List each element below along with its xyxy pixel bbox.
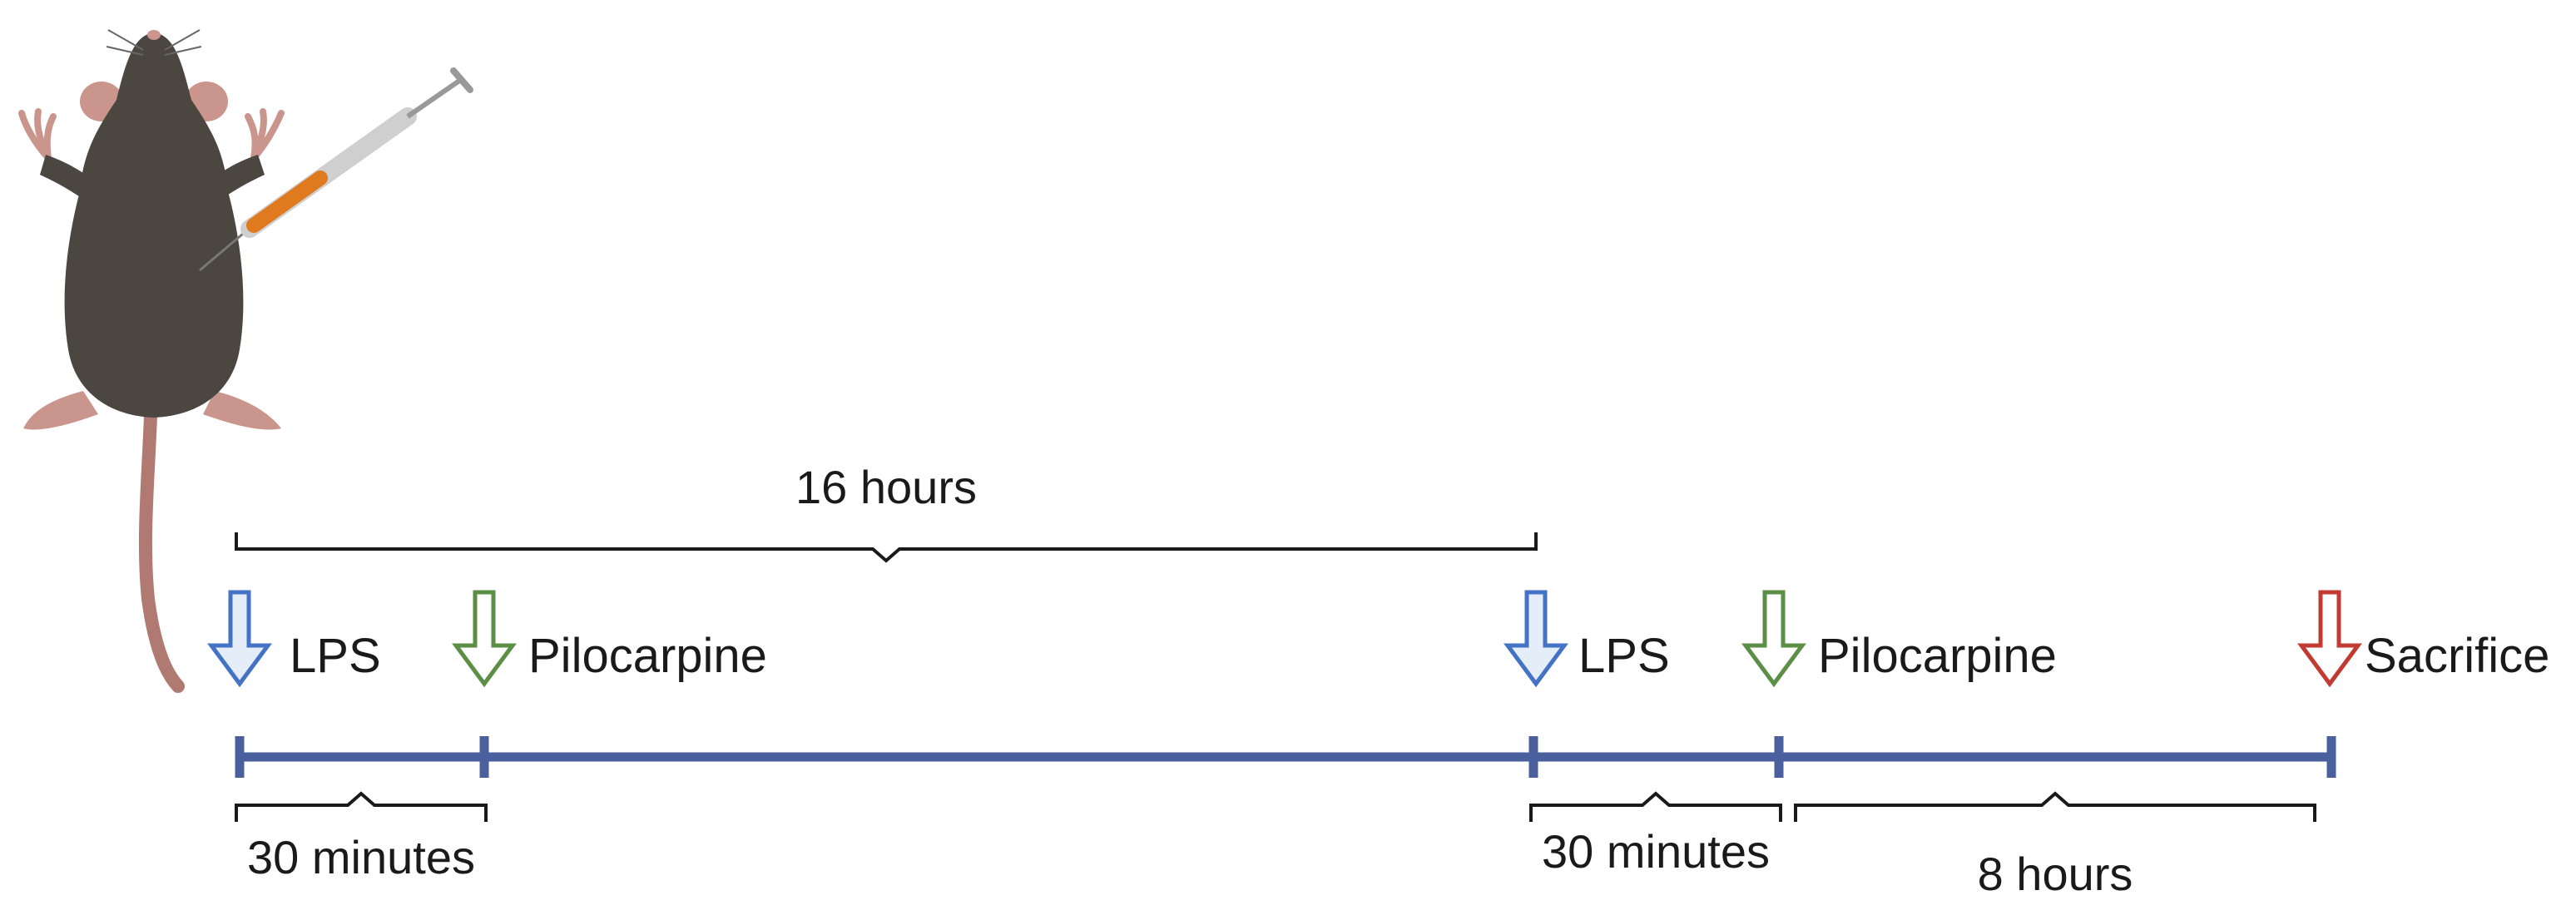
interval-bracket: 30 minutes (1529, 791, 1782, 878)
interval-label: 8 hours (1978, 848, 2133, 900)
syringe-fluid (246, 171, 328, 233)
bracket-line (235, 532, 1538, 563)
interval-bracket: 8 hours (1794, 791, 2316, 900)
event-label: LPS (290, 629, 381, 683)
mouse-front-paw-right (245, 108, 285, 161)
interval-bracket: 16 hours (235, 461, 1538, 563)
mouse-body (64, 33, 244, 418)
interval-label: 16 hours (795, 461, 977, 513)
mouse-arm-left (40, 155, 92, 204)
interval-bracket: 30 minutes (235, 791, 488, 883)
event-marker: LPS (1503, 590, 1670, 688)
arrow-down-icon (2297, 590, 2362, 688)
arrow-down-icon (1741, 590, 1806, 688)
mouse-nose (147, 30, 161, 40)
timeline-events: LPS Pilocarpine LPS Pilocarpine Sacrifice (207, 590, 2549, 688)
arrow-down-icon (207, 590, 272, 688)
syringe-plunger-cap (450, 67, 473, 93)
interval-label: 30 minutes (247, 831, 475, 883)
syringe-plunger (406, 77, 463, 119)
mouse-front-paw-left (18, 108, 57, 161)
bracket-line (1794, 791, 2316, 822)
event-label: LPS (1578, 629, 1670, 683)
bracket-line (235, 791, 488, 822)
bracket-line (1529, 791, 1782, 822)
event-marker: Pilocarpine (1741, 590, 2057, 688)
event-marker: Sacrifice (2297, 590, 2549, 688)
event-marker: Pilocarpine (452, 590, 767, 688)
interval-label: 30 minutes (1542, 825, 1770, 878)
event-label: Pilocarpine (1818, 629, 2057, 683)
arrow-down-icon (452, 590, 517, 688)
timeline-intervals: 16 hours 30 minutes 30 minutes 8 hours (235, 461, 2316, 900)
arrow-down-icon (1503, 590, 1568, 688)
mouse-icon (18, 29, 285, 693)
mouse-tail (138, 384, 185, 693)
event-marker: LPS (207, 590, 381, 688)
event-label: Pilocarpine (528, 629, 767, 683)
mouse-hind-foot-right (203, 391, 281, 430)
syringe-icon (199, 67, 473, 272)
mouse-hind-foot-left (23, 391, 98, 430)
event-label: Sacrifice (2365, 629, 2549, 683)
timeline-axis (235, 736, 2336, 778)
mouse-whiskers (106, 29, 202, 56)
